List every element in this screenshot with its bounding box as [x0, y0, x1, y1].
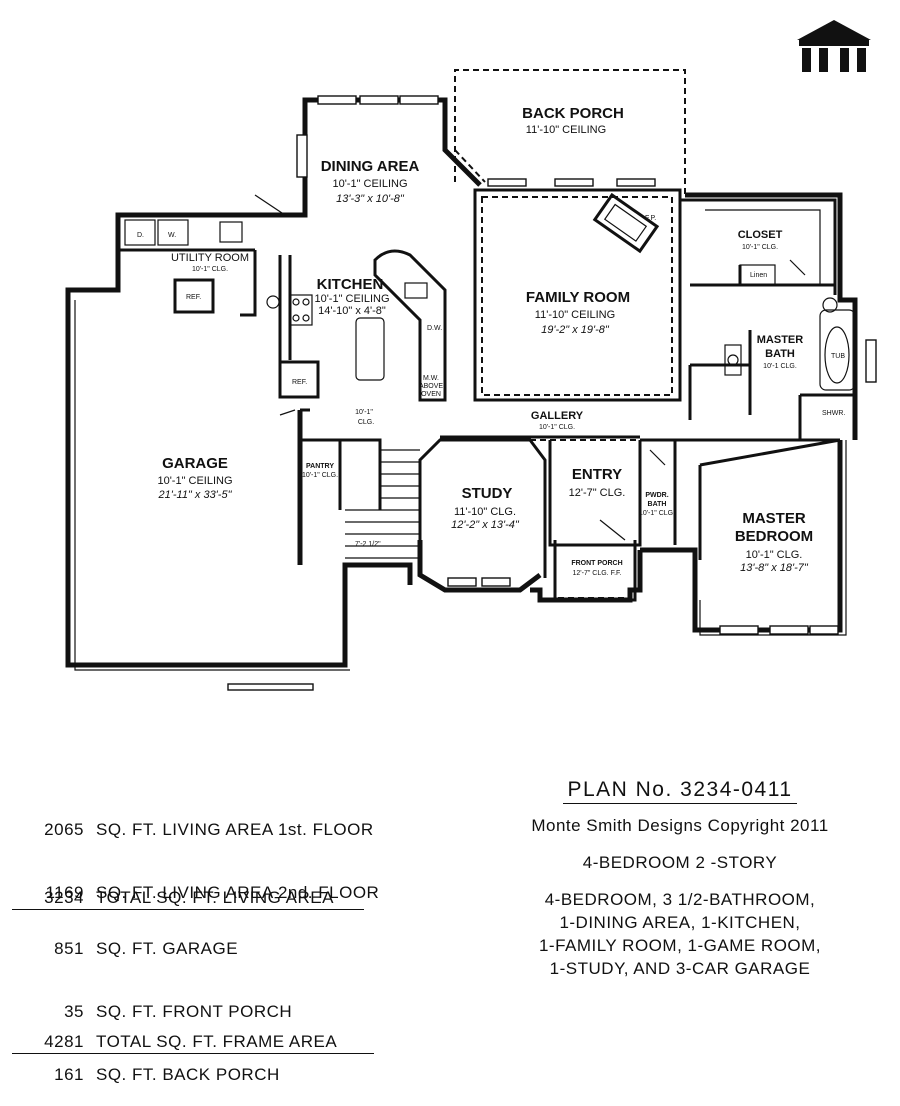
garage-size: 21'-11" x 33'-5": [158, 489, 233, 501]
master-bath-name-1: MASTER: [757, 334, 804, 346]
features-list: 4-BEDROOM, 3 1/2-BATHROOM, 1-DINING AREA…: [490, 888, 870, 980]
shower-label: SHWR.: [822, 410, 845, 417]
master-bed-size: 13'-8" x 18'-7": [740, 562, 809, 574]
interior-walls: [118, 188, 856, 602]
feature-line: 1-DINING AREA, 1-KITCHEN,: [559, 913, 801, 932]
fireplace-label: F.P.: [645, 215, 656, 222]
utility-name: UTILITY ROOM: [171, 252, 249, 264]
garage-name: GARAGE: [162, 455, 228, 472]
family-name: FAMILY ROOM: [526, 289, 630, 306]
room-labels: BACK PORCH 11'-10" CEILING DINING AREA 1…: [157, 105, 813, 577]
garage-ceiling: 10'-1" CEILING: [157, 475, 232, 487]
study-ceiling: 11'-10" CLG.: [454, 506, 516, 518]
floor-plan: BACK PORCH 11'-10" CEILING DINING AREA 1…: [65, 69, 877, 691]
master-bath-ceiling: 10'-1 CLG.: [763, 363, 797, 370]
family-ceiling: 11'-10" CEILING: [535, 309, 615, 321]
utility-ceiling: 10'-1" CLG.: [192, 266, 228, 273]
feature-line: 1-STUDY, AND 3-CAR GARAGE: [549, 959, 811, 978]
microwave-label-1: M.W.: [423, 375, 439, 382]
powder-name-2: BATH: [648, 501, 667, 508]
front-porch-name: FRONT PORCH: [571, 560, 622, 567]
gallery-ceiling: 10'-1" CLG.: [539, 424, 575, 431]
feature-line: 1-FAMILY ROOM, 1-GAME ROOM,: [538, 936, 822, 955]
master-bed-ceiling: 10'-1" CLG.: [746, 549, 803, 561]
entry-ceiling: 12'-7" CLG.: [569, 487, 626, 499]
kitchen-ref-label: REF.: [292, 379, 307, 386]
study-size: 12'-2" x 13'-4": [451, 519, 520, 531]
kitchen-size: 14'-10" x 4'-8": [318, 305, 386, 317]
story-summary: 4-BEDROOM 2 -STORY: [582, 853, 778, 872]
master-bed-name-1: MASTER: [742, 510, 806, 527]
master-bed-name-2: BEDROOM: [735, 528, 813, 545]
back-porch-ceiling: 11'-10" CEILING: [526, 124, 606, 136]
plan-number: PLAN No. 3234-0411: [563, 778, 797, 804]
back-porch-name: BACK PORCH: [522, 105, 624, 122]
stair-dimension: 7'-2 1/2": [355, 541, 381, 548]
fireplace-icon: [592, 192, 660, 254]
fixture-labels: F.P. Linen TUB SHWR. D.W. M.W. ABOVE OVE…: [137, 215, 845, 548]
feature-line: 4-BEDROOM, 3 1/2-BATHROOM,: [544, 890, 816, 909]
copyright: Monte Smith Designs Copyright 2011: [531, 816, 829, 835]
linen-label: Linen: [750, 272, 767, 279]
closet-name: CLOSET: [738, 229, 783, 241]
powder-ceiling: 10'-1" CLG.: [639, 510, 675, 517]
closet-ceiling: 10'-1" CLG.: [742, 244, 778, 251]
family-size: 19'-2" x 19'-8": [541, 324, 610, 336]
dining-name: DINING AREA: [321, 158, 420, 175]
dining-ceiling: 10'-1" CEILING: [332, 178, 407, 190]
gallery-name: GALLERY: [531, 410, 584, 422]
washer-label: W.: [168, 232, 176, 239]
front-porch-ceiling: 12'-7" CLG. F.F.: [573, 570, 622, 577]
dryer-label: D.: [137, 232, 144, 239]
master-bath-name-2: BATH: [765, 348, 795, 360]
plan-info: PLAN No. 3234-0411 Monte Smith Designs C…: [490, 778, 870, 980]
dining-size: 13'-3" x 10'-8": [336, 193, 405, 205]
pantry-name: PANTRY: [306, 463, 334, 470]
columned-building-logo-icon: [797, 20, 871, 72]
stair-ceiling-2: CLG.: [358, 419, 374, 426]
powder-name-1: PWDR.: [645, 492, 668, 499]
study-name: STUDY: [462, 485, 513, 502]
microwave-label-2: ABOVE: [419, 383, 443, 390]
kitchen-name: KITCHEN: [317, 276, 384, 293]
dishwasher-label: D.W.: [427, 325, 442, 332]
utility-ref-label: REF.: [186, 294, 201, 301]
entry-name: ENTRY: [572, 466, 622, 483]
kitchen-ceiling: 10'-1" CEILING: [314, 293, 389, 305]
tub-label: TUB: [831, 353, 845, 360]
exterior-walls: [65, 95, 877, 691]
pantry-ceiling: 10'-1" CLG.: [302, 472, 338, 479]
stair-ceiling-1: 10'-1": [355, 409, 373, 416]
back-porch: [454, 69, 686, 195]
microwave-label-3: OVEN: [421, 391, 441, 398]
